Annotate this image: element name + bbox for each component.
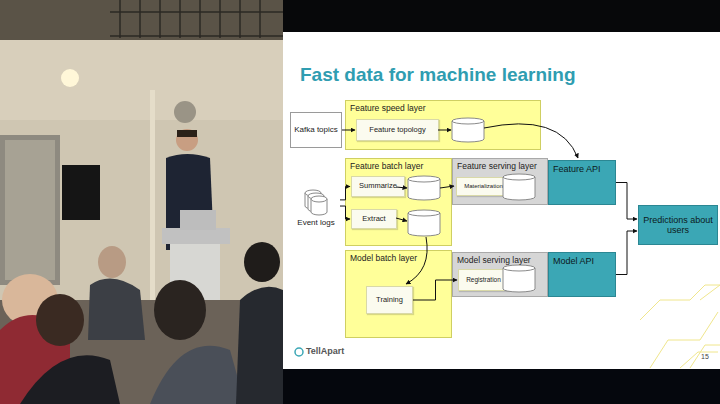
node-label: Kafka topics — [294, 125, 338, 134]
flow-connector — [342, 130, 355, 131]
api-box: Model API — [548, 252, 616, 297]
layer-band: Model serving layerRegistration — [452, 252, 548, 297]
node-label: Model batch layer — [346, 251, 451, 265]
log-icon — [303, 188, 329, 218]
node-label: Materialization — [460, 181, 507, 192]
flow-connector — [413, 280, 457, 300]
page-number: 15 — [701, 353, 709, 360]
storage-cylinder — [408, 118, 535, 292]
output-box: Predictions about users — [638, 205, 718, 245]
process-box: Training — [366, 286, 413, 314]
node-label: Feature serving layer — [453, 159, 547, 173]
slide-title: Fast data for machine learning — [300, 64, 576, 86]
source-box: Kafka topics — [290, 112, 342, 148]
process-box: Summarize — [351, 176, 405, 197]
flow-arrow — [396, 124, 578, 284]
node-label: Summarize — [355, 180, 401, 192]
log-source: Event logs — [292, 188, 340, 232]
flow-connector — [616, 231, 637, 275]
node-label: Feature batch layer — [346, 159, 451, 173]
api-box: Feature API — [548, 160, 616, 205]
node-label: Registration — [462, 274, 505, 285]
node-label: Training — [372, 294, 407, 306]
node-label: Model API — [549, 253, 615, 269]
node-label: Event logs — [292, 218, 340, 227]
process-box: Feature topology — [356, 119, 439, 141]
layer-band: Feature batch layerSummarizeExtract — [345, 158, 452, 246]
process-box: Materialization — [456, 177, 511, 196]
layer-band: Feature serving layerMaterialization — [452, 158, 548, 205]
layer-band: Model batch layerTraining — [345, 250, 452, 338]
node-label: Feature speed layer — [346, 101, 540, 115]
node-label: Predictions about users — [639, 215, 717, 236]
node-label: Extract — [358, 213, 389, 225]
flow-connector — [616, 183, 637, 220]
node-label: Feature topology — [365, 124, 429, 136]
flow-connector — [340, 187, 350, 200]
node-label: Model serving layer — [453, 253, 547, 267]
node-label: Feature API — [549, 161, 615, 177]
layer-band: Feature speed layerFeature topology — [345, 100, 541, 150]
logo-text: TellApart — [306, 346, 344, 356]
process-box: Registration — [458, 269, 509, 291]
process-box: Extract — [351, 209, 397, 229]
flow-connector — [340, 206, 350, 219]
